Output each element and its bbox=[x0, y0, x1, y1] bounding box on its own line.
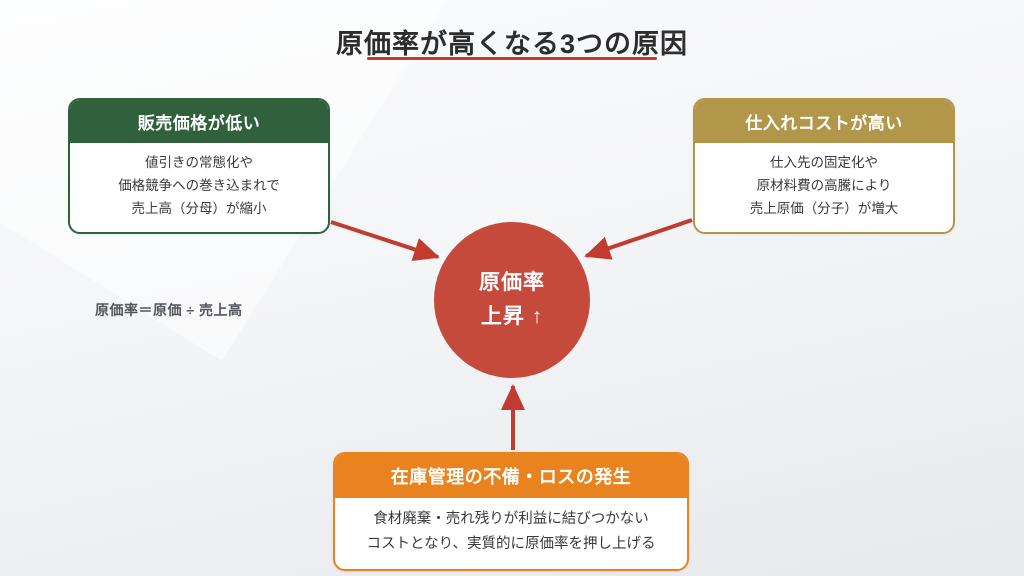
cause-box-purchase-cost: 仕入れコストが高い 仕入先の固定化や 原材料費の高騰により 売上原価（分子）が増… bbox=[693, 98, 955, 234]
cause-line: 値引きの常態化や bbox=[145, 155, 253, 170]
cause-header-inventory-loss: 在庫管理の不備・ロスの発生 bbox=[335, 454, 687, 498]
cause-line: 売上原価（分子）が増大 bbox=[749, 201, 899, 217]
page-title: 原価率が高くなる3つの原因 bbox=[335, 29, 688, 59]
circle-label-line1: 原価率 bbox=[479, 271, 545, 295]
cause-body-purchase-cost: 仕入先の固定化や 原材料費の高騰により 売上原価（分子）が増大 bbox=[695, 143, 953, 232]
cause-body-sales-price: 値引きの常態化や 価格競争への巻き込まれで 売上高（分母）が縮小 bbox=[70, 143, 328, 232]
cause-box-sales-price: 販売価格が低い 値引きの常態化や 価格競争への巻き込まれで 売上高（分母）が縮小 bbox=[68, 98, 330, 234]
cause-header-sales-price: 販売価格が低い bbox=[70, 100, 328, 143]
cause-line: 食材廃棄・売れ残りが利益に結びつかない bbox=[373, 511, 649, 527]
arrow-left-to-circle bbox=[330, 220, 440, 261]
cause-line: 価格競争への巻き込まれで bbox=[118, 178, 280, 194]
cause-box-inventory-loss: 在庫管理の不備・ロスの発生 食材廃棄・売れ残りが利益に結びつかない コストとなり… bbox=[333, 452, 689, 571]
cause-line: 仕入先の固定化や bbox=[770, 155, 878, 170]
cost-ratio-rise-circle: 原価率 上昇 ↑ bbox=[434, 222, 590, 378]
cause-body-inventory-loss: 食材廃棄・売れ残りが利益に結びつかない コストとなり、実質的に原価率を押し上げる bbox=[335, 498, 687, 569]
circle-label-line2: 上昇 ↑ bbox=[480, 305, 544, 328]
cause-line: 原材料費の高騰により bbox=[756, 178, 892, 194]
cause-line: コストとなり、実質的に原価率を押し上げる bbox=[366, 535, 656, 552]
title-underline bbox=[367, 57, 657, 60]
arrow-right-to-circle bbox=[584, 218, 693, 260]
cause-header-purchase-cost: 仕入れコストが高い bbox=[695, 100, 953, 143]
cause-line: 売上高（分母）が縮小 bbox=[131, 201, 267, 217]
cost-ratio-formula: 原価率＝原価 ÷ 売上高 bbox=[95, 302, 243, 318]
